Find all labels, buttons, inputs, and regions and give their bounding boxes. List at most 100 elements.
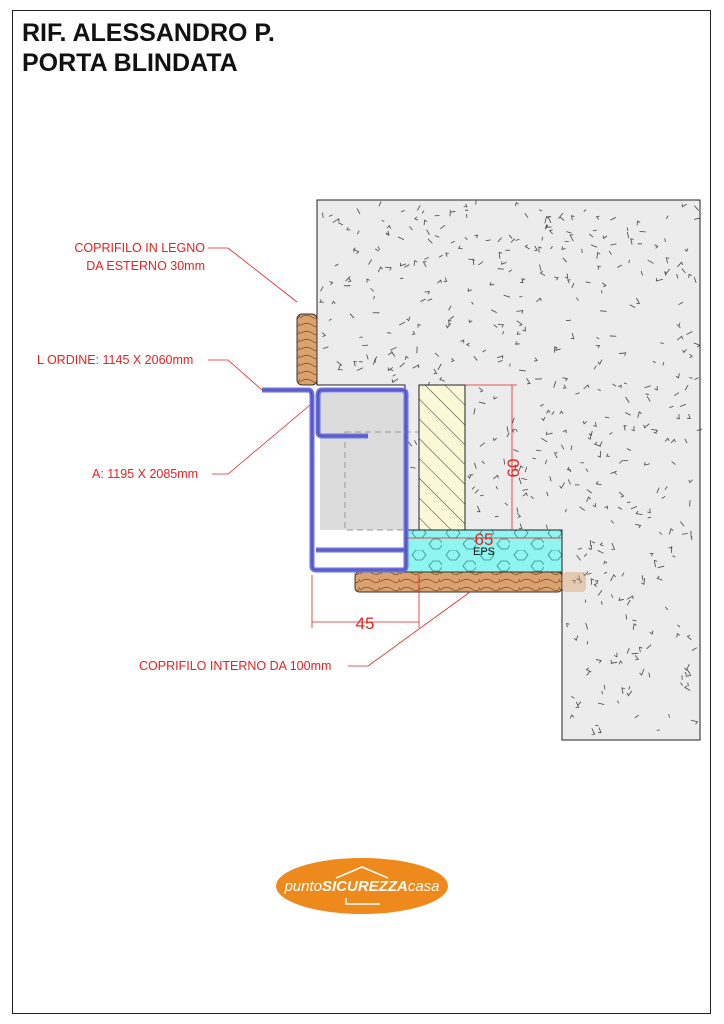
concrete-speckle [595, 344, 601, 349]
concrete-speckle [490, 309, 497, 313]
concrete-speckle [597, 388, 601, 391]
concrete-speckle [634, 655, 639, 661]
concrete-speckle [570, 445, 573, 451]
concrete-speckle [649, 552, 654, 557]
concrete-speckle [412, 364, 420, 369]
concrete-speckle [514, 201, 519, 207]
concrete-speckle [549, 476, 552, 482]
concrete-speckle [356, 208, 361, 215]
concrete-speckle [676, 273, 679, 279]
concrete-speckle [693, 342, 701, 348]
concrete-speckle [337, 366, 343, 371]
concrete-speckle [346, 226, 351, 231]
concrete-speckle [636, 297, 641, 304]
dim-eps-width: 65 [475, 530, 494, 549]
concrete-speckle [536, 297, 542, 302]
concrete-speckle [478, 401, 486, 405]
concrete-speckle [649, 630, 654, 635]
concrete-speckle [439, 376, 445, 382]
label-opening-size: A: 1195 X 2085mm [92, 467, 199, 481]
concrete-speckle [626, 448, 632, 451]
concrete-speckle [693, 217, 701, 220]
concrete-speckle [677, 624, 681, 628]
drawing-border [12, 10, 711, 1014]
concrete-speckle [641, 575, 644, 581]
concrete-speckle [448, 319, 452, 326]
concrete-speckle [626, 648, 630, 654]
concrete-speckle [385, 232, 390, 236]
concrete-speckle [411, 330, 416, 335]
concrete-speckle [409, 226, 413, 231]
wood-subframe [418, 384, 466, 531]
concrete-speckle [676, 261, 684, 268]
concrete-speckle [686, 669, 691, 675]
concrete-speckle [670, 438, 676, 444]
concrete-speckle [570, 333, 575, 340]
concrete-speckle [463, 203, 468, 208]
concrete-speckle [541, 437, 548, 443]
concrete-speckle [608, 250, 612, 255]
concrete-speckle [656, 729, 660, 731]
concrete-speckle [450, 240, 455, 244]
concrete-speckle [538, 209, 543, 212]
concrete-speckle [567, 479, 571, 485]
concrete-speckle [421, 210, 425, 214]
concrete-speckle [492, 437, 497, 442]
concrete-speckle [597, 359, 603, 365]
concrete-speckle [535, 449, 542, 452]
title-reference: RIF. ALESSANDRO P. [22, 19, 275, 47]
concrete-speckle [602, 282, 607, 288]
concrete-speckle [665, 257, 670, 264]
concrete-speckle [628, 259, 631, 264]
concrete-speckle [539, 403, 544, 407]
concrete-speckle [626, 690, 633, 697]
concrete-speckle [437, 279, 442, 284]
concrete-speckle [689, 377, 693, 379]
concrete-speckle [503, 294, 511, 298]
concrete-speckle [575, 392, 580, 395]
concrete-speckle [636, 220, 641, 226]
concrete-speckle [664, 271, 667, 276]
concrete-speckle [626, 232, 630, 239]
concrete-speckle [597, 590, 603, 596]
concrete-speckle [686, 634, 692, 641]
concrete-speckle [573, 635, 579, 641]
concrete-speckle [676, 632, 681, 638]
concrete-speckle [521, 477, 528, 481]
drawing-title: RIF. ALESSANDRO P. PORTA BLINDATA [22, 18, 275, 78]
concrete-speckle [524, 466, 528, 473]
concrete-speckle [678, 301, 684, 306]
concrete-speckle [473, 356, 478, 361]
concrete-speckle [628, 686, 631, 690]
concrete-speckle [558, 212, 564, 219]
concrete-speckle [443, 277, 448, 282]
concrete-speckle [489, 282, 495, 286]
concrete-speckle [659, 531, 663, 535]
concrete-speckle [438, 254, 443, 258]
concrete-speckle [498, 251, 503, 259]
concrete-speckle [377, 246, 381, 251]
concrete-speckle [359, 336, 363, 338]
concrete-speckle [407, 441, 413, 447]
concrete-speckle [468, 319, 473, 324]
concrete-speckle [450, 357, 455, 363]
concrete-speckle [678, 322, 681, 327]
concrete-speckle [602, 235, 608, 240]
concrete-speckle [594, 580, 599, 584]
concrete-speckle [680, 521, 685, 527]
concrete-speckle [519, 369, 526, 372]
concrete-speckle [478, 387, 484, 393]
concrete-speckle [651, 428, 659, 434]
concrete-speckle [621, 687, 625, 694]
concrete-speckle [511, 417, 515, 424]
concrete-speckle [657, 565, 665, 569]
concrete-speckle [688, 479, 693, 484]
dim-frame-depth: 45 [356, 614, 375, 633]
concrete-speckle [675, 373, 680, 379]
concrete-speckle [656, 575, 663, 581]
concrete-speckle [653, 431, 657, 434]
concrete-speckle [539, 264, 542, 272]
concrete-speckle [567, 468, 572, 472]
concrete-speckle [478, 261, 484, 266]
concrete-speckle [440, 224, 446, 229]
